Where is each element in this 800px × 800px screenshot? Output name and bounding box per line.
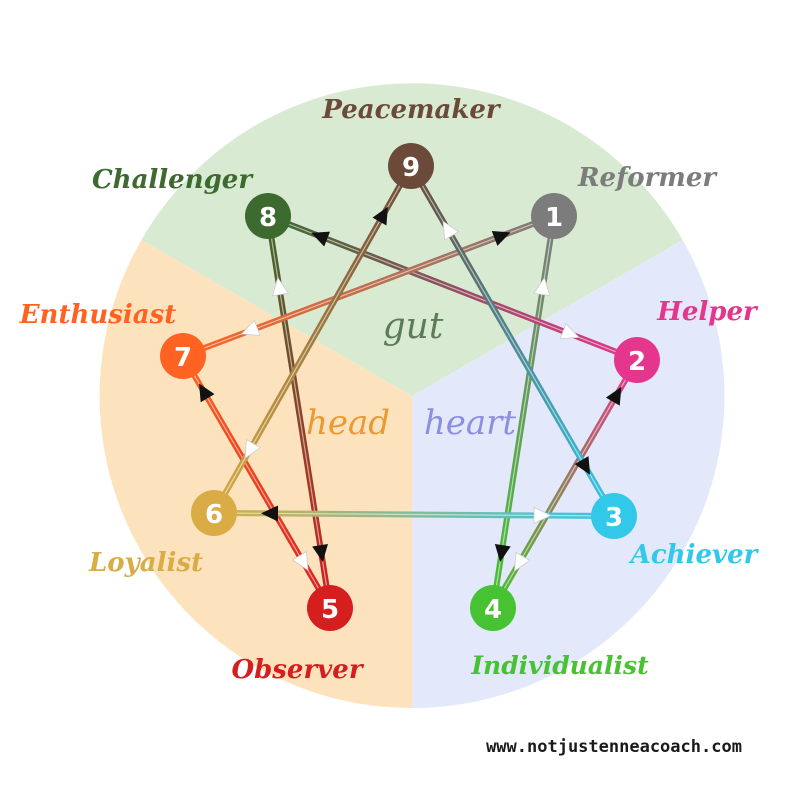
website-url: www.notjustenneacoach.com	[486, 737, 742, 757]
type-node-2: 2	[614, 337, 660, 383]
arrow-5-to-7	[199, 383, 215, 403]
type-node-9: 9	[388, 143, 434, 189]
type-node-1: 1	[531, 193, 577, 239]
svg-text:8: 8	[259, 203, 277, 233]
arrow-7-to-1	[491, 230, 511, 246]
arrow-2-to-4	[513, 551, 531, 572]
svg-text:3: 3	[605, 503, 623, 533]
type-label-challenger: Challenger	[92, 165, 254, 195]
svg-text:2: 2	[628, 347, 646, 377]
type-label-reformer: Reformer	[577, 163, 718, 193]
svg-text:7: 7	[174, 343, 192, 373]
type-node-5: 5	[307, 585, 353, 631]
arrow-3-to-9	[442, 220, 460, 241]
type-label-observer: Observer	[231, 655, 364, 685]
svg-text:6: 6	[205, 500, 223, 530]
head-label: head	[306, 403, 390, 443]
svg-text:1: 1	[545, 203, 563, 233]
arrow-1-to-7	[240, 319, 261, 336]
type-label-individualist: Individualist	[470, 651, 649, 680]
arrow-8-to-5	[312, 543, 328, 563]
gut-label: gut	[383, 306, 444, 347]
type-node-4: 4	[470, 585, 516, 631]
svg-text:9: 9	[402, 153, 420, 183]
arrow-4-to-1	[533, 276, 551, 297]
arrow-9-to-3	[574, 456, 591, 475]
type-label-enthusiast: Enthusiast	[19, 300, 177, 330]
svg-text:4: 4	[484, 595, 502, 625]
arrow-3-to-6	[261, 505, 279, 522]
arrow-6-to-9	[372, 206, 388, 226]
type-label-helper: Helper	[656, 297, 759, 327]
type-label-peacemaker: Peacemaker	[321, 95, 502, 125]
type-label-achiever: Achiever	[628, 540, 760, 570]
arrow-8-to-2	[559, 322, 580, 340]
arrow-4-to-2	[605, 386, 622, 406]
arrow-9-to-6	[244, 438, 262, 460]
arrow-6-to-3	[533, 506, 552, 525]
arrow-7-to-5	[291, 551, 309, 572]
type-node-6: 6	[191, 490, 237, 536]
heart-label: heart	[424, 403, 517, 443]
type-label-loyalist: Loyalist	[88, 548, 203, 578]
direction-arrows	[199, 206, 622, 572]
arrow-2-to-8	[311, 231, 331, 247]
type-node-7: 7	[160, 333, 206, 379]
svg-text:5: 5	[321, 595, 339, 625]
arrow-5-to-8	[271, 276, 289, 297]
arrow-1-to-4	[494, 543, 511, 563]
type-nodes: 1 2 3 4 5 6 7 8	[160, 143, 660, 631]
type-node-3: 3	[591, 493, 637, 539]
type-node-8: 8	[245, 193, 291, 239]
